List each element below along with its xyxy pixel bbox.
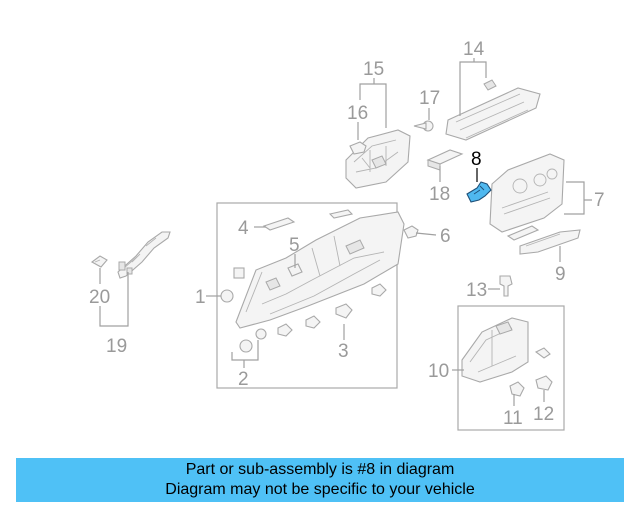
- callout-labels: 1 2 3 4 5 6 7 8 9 10 11 12 13 14 15 16 1…: [89, 39, 605, 429]
- part-1-lower-panel: [220, 211, 405, 329]
- callout-13: 13: [466, 280, 487, 301]
- parts-diagram: 1 2 3 4 5 6 7 8 9 10 11 12 13 14 15 16 1…: [89, 39, 605, 431]
- part-10-lower-trim: [461, 317, 529, 383]
- callout-15: 15: [363, 59, 384, 80]
- part-4-bracket: [262, 209, 354, 231]
- part-7-center-bezel: [489, 153, 565, 233]
- callout-16: 16: [347, 103, 368, 124]
- part-14-glove-box: [445, 79, 541, 141]
- part-12-clip: [534, 347, 553, 391]
- part-19-brace: [117, 231, 171, 279]
- callout-19: 19: [106, 336, 127, 357]
- callout-4: 4: [238, 218, 249, 239]
- callout-17: 17: [419, 88, 440, 109]
- info-banner: Part or sub-assembly is #8 in diagram Di…: [16, 458, 624, 502]
- group-frame-right: [457, 305, 565, 431]
- part-16-clip: [349, 141, 367, 155]
- callout-7: 7: [594, 190, 605, 211]
- callout-10: 10: [428, 361, 449, 382]
- callout-14: 14: [463, 39, 485, 60]
- callout-18: 18: [429, 184, 450, 205]
- part-15-center-bracket: [345, 129, 411, 189]
- part-3-clips: [277, 283, 387, 337]
- part-2-grommets: [239, 328, 267, 353]
- banner-line-part: Part or sub-assembly is #8 in diagram: [185, 461, 455, 478]
- callout-6: 6: [440, 226, 451, 247]
- callout-1: 1: [195, 287, 206, 308]
- part-6-screw: [403, 225, 419, 239]
- callout-8-highlighted: 8: [471, 149, 482, 170]
- callout-9: 9: [555, 264, 566, 285]
- callout-5: 5: [289, 235, 300, 256]
- callout-12: 12: [533, 404, 554, 425]
- part-20-clip: [90, 255, 108, 268]
- part-9-trim-strip: [506, 225, 581, 255]
- part-18-panel: [426, 149, 464, 171]
- banner-line-disclaimer: Diagram may not be specific to your vehi…: [165, 481, 475, 498]
- leader-lines: [99, 58, 592, 406]
- part-8-bracket-highlighted: [466, 181, 492, 203]
- callout-2: 2: [238, 369, 249, 390]
- part-13-bolt: [499, 275, 513, 297]
- part-17-screw: [413, 120, 434, 132]
- callout-20: 20: [89, 287, 110, 308]
- part-11-clip: [509, 381, 525, 397]
- callout-3: 3: [338, 341, 349, 362]
- callout-11: 11: [503, 408, 523, 429]
